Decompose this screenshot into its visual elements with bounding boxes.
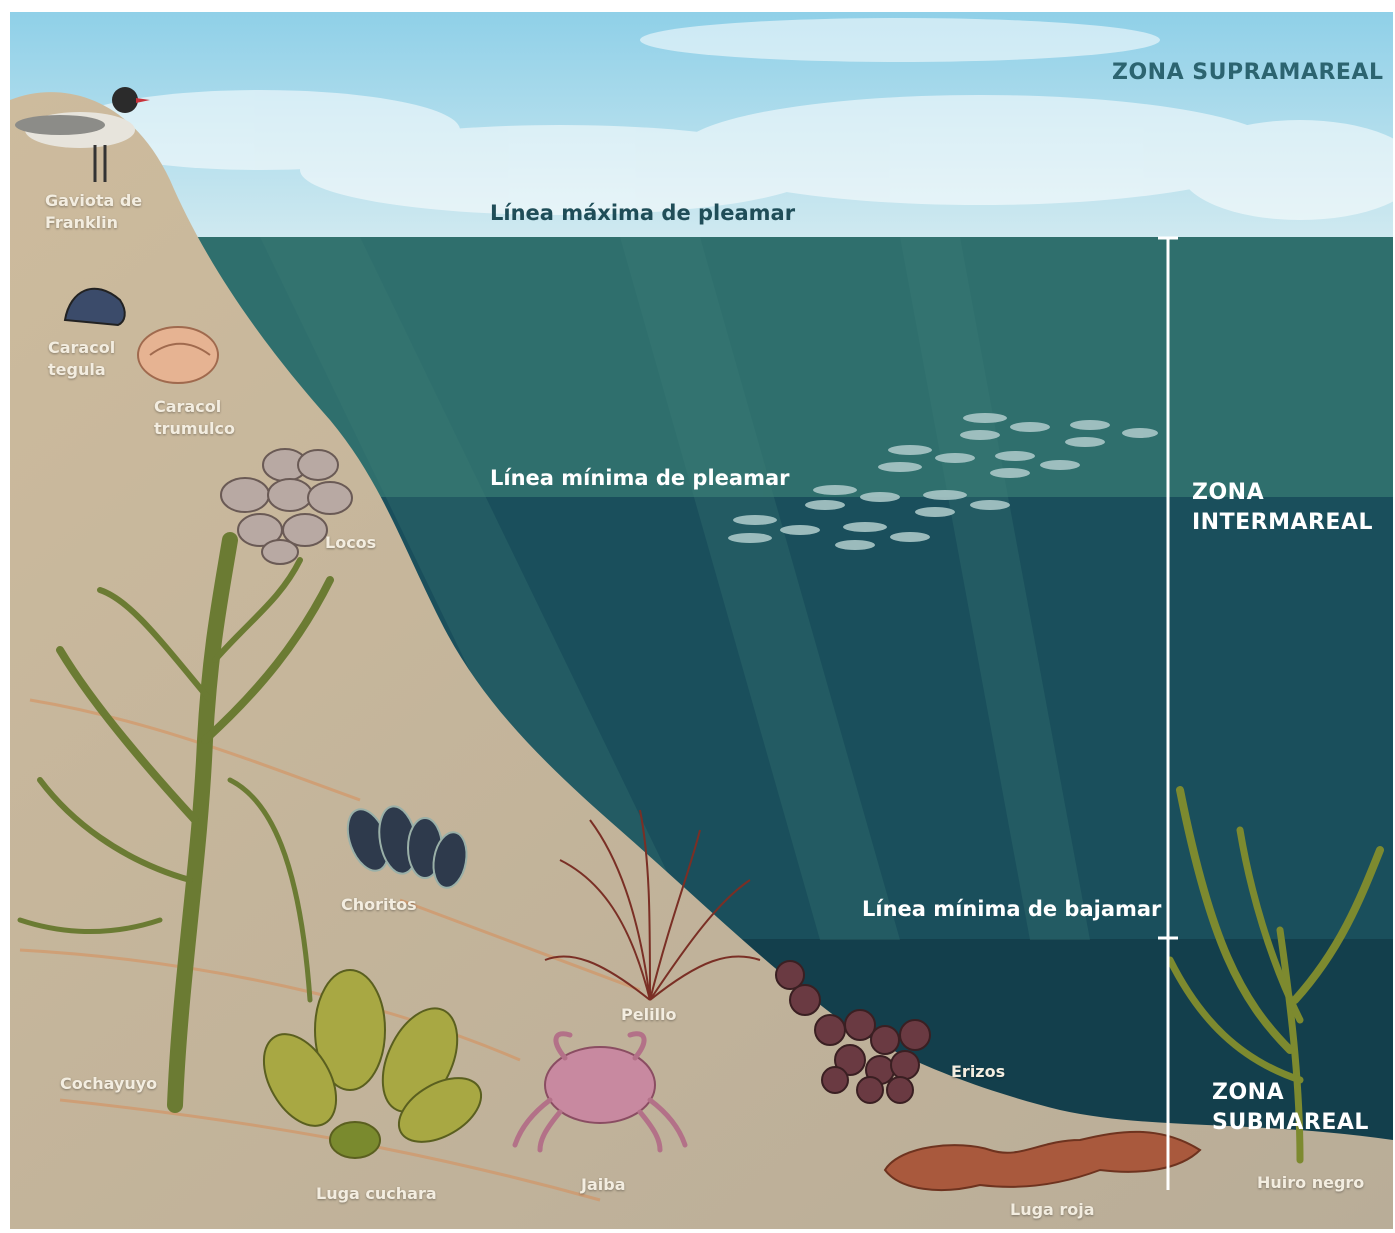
- zone-intermareal-line1: ZONA: [1192, 478, 1373, 508]
- gaviota-label-line1: Gaviota de: [45, 190, 142, 212]
- zone-intermareal-line2: INTERMAREAL: [1192, 508, 1373, 538]
- huiro-negro-label: Huiro negro: [1257, 1172, 1364, 1194]
- zone-submareal-label: ZONA SUBMAREAL: [1212, 1078, 1369, 1138]
- minima-pleamar-label: Línea mínima de pleamar: [490, 466, 790, 490]
- caracol-trumulco-line2: trumulco: [154, 418, 235, 440]
- maxima-pleamar-label: Línea máxima de pleamar: [490, 201, 795, 225]
- zone-intermareal-label: ZONA INTERMAREAL: [1192, 478, 1373, 538]
- zone-submareal-line1: ZONA: [1212, 1078, 1369, 1108]
- cochayuyo-label: Cochayuyo: [60, 1073, 157, 1095]
- luga-cuchara-label: Luga cuchara: [316, 1183, 437, 1205]
- erizos-label: Erizos: [951, 1061, 1005, 1083]
- pelillo-label: Pelillo: [621, 1004, 677, 1026]
- caracol-trumulco-label: Caracol trumulco: [154, 396, 235, 440]
- caracol-trumulco-line1: Caracol: [154, 396, 235, 418]
- minima-bajamar-label: Línea mínima de bajamar: [862, 897, 1161, 921]
- trumulco-snail-icon: [138, 327, 218, 383]
- luga-roja-label: Luga roja: [1010, 1199, 1095, 1221]
- choritos-label: Choritos: [341, 894, 417, 916]
- locos-label: Locos: [325, 532, 376, 554]
- gaviota-label: Gaviota de Franklin: [45, 190, 142, 234]
- caracol-tegula-label: Caracol tegula: [48, 337, 115, 381]
- caracol-tegula-line2: tegula: [48, 359, 115, 381]
- gaviota-label-line2: Franklin: [45, 212, 142, 234]
- jaiba-label: Jaiba: [581, 1174, 625, 1196]
- zone-submareal-line2: SUBMAREAL: [1212, 1108, 1369, 1138]
- zone-supramareal-label: ZONA SUPRAMAREAL: [1112, 58, 1383, 88]
- caracol-tegula-line1: Caracol: [48, 337, 115, 359]
